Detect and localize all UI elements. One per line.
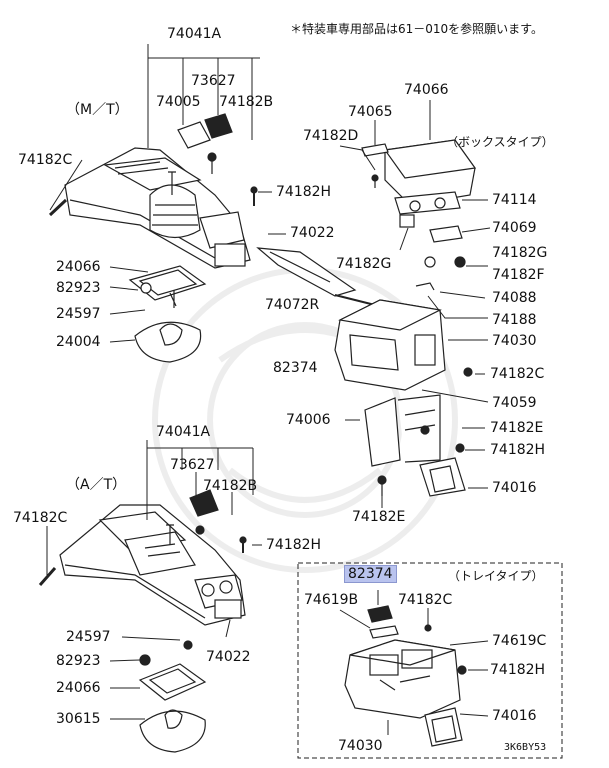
part-label-82374-tray-highlighted[interactable]: 82374 bbox=[344, 565, 397, 583]
part-label-74088[interactable]: 74088 bbox=[492, 290, 537, 306]
box-console-illustration bbox=[334, 139, 477, 497]
at-console-illustration bbox=[38, 489, 247, 626]
part-label-24066-top[interactable]: 24066 bbox=[56, 259, 101, 275]
part-label-74182h-tray[interactable]: 74182H bbox=[490, 662, 546, 678]
part-label-74182f[interactable]: 74182F bbox=[492, 267, 545, 283]
part-label-82374-left[interactable]: 82374 bbox=[273, 360, 318, 376]
part-label-30615[interactable]: 30615 bbox=[56, 711, 101, 727]
mt-console-illustration bbox=[48, 113, 258, 269]
variant-box-type-label: （ボックスタイプ） bbox=[446, 135, 554, 149]
part-label-73627-top[interactable]: 73627 bbox=[191, 73, 236, 89]
part-label-74072r[interactable]: 74072R bbox=[265, 297, 320, 313]
part-label-74182c-top-left[interactable]: 74182C bbox=[18, 152, 73, 168]
part-label-74182h-mid[interactable]: 74182H bbox=[276, 184, 332, 200]
variant-at-label: （A／T） bbox=[66, 477, 127, 493]
part-label-74016-tray[interactable]: 74016 bbox=[492, 708, 537, 724]
at-leader-lines bbox=[46, 440, 262, 720]
part-label-82923-top[interactable]: 82923 bbox=[56, 280, 101, 296]
part-label-74182c-right[interactable]: 74182C bbox=[490, 366, 545, 382]
tray-leader-lines bbox=[339, 590, 489, 735]
variant-mt-label: （M／T） bbox=[66, 102, 129, 118]
part-label-74022-bottom[interactable]: 74022 bbox=[206, 649, 251, 665]
tray-type-box bbox=[297, 562, 563, 759]
part-label-74182d[interactable]: 74182D bbox=[303, 128, 359, 144]
part-label-74041a-top[interactable]: 74041A bbox=[167, 26, 222, 42]
part-label-82923-bottom[interactable]: 82923 bbox=[56, 653, 101, 669]
part-label-74182g-left[interactable]: 74182G bbox=[336, 256, 392, 272]
variant-tray-type-label: （トレイタイプ） bbox=[448, 569, 544, 583]
part-label-74016-top[interactable]: 74016 bbox=[492, 480, 537, 496]
part-label-74066[interactable]: 74066 bbox=[404, 82, 449, 98]
part-label-74182e-bottom[interactable]: 74182E bbox=[352, 509, 406, 525]
part-label-74182b-bottom[interactable]: 74182B bbox=[203, 478, 258, 494]
part-label-24004[interactable]: 24004 bbox=[56, 334, 101, 350]
part-label-74022-top[interactable]: 74022 bbox=[290, 225, 335, 241]
box-leader-lines bbox=[339, 100, 491, 508]
part-label-74006[interactable]: 74006 bbox=[286, 412, 331, 428]
part-label-74069[interactable]: 74069 bbox=[492, 220, 537, 236]
part-label-74065[interactable]: 74065 bbox=[348, 104, 393, 120]
part-label-74182c-tray[interactable]: 74182C bbox=[398, 592, 453, 608]
part-label-24066-bottom[interactable]: 24066 bbox=[56, 680, 101, 696]
part-label-24597-top[interactable]: 24597 bbox=[56, 306, 101, 322]
part-label-74182c-bottom-left[interactable]: 74182C bbox=[13, 510, 68, 526]
part-label-74619b[interactable]: 74619B bbox=[304, 592, 359, 608]
part-label-24597-bottom[interactable]: 24597 bbox=[66, 629, 111, 645]
part-label-74030-tray[interactable]: 74030 bbox=[338, 738, 383, 754]
part-label-74188[interactable]: 74188 bbox=[492, 312, 537, 328]
part-label-74114[interactable]: 74114 bbox=[492, 192, 537, 208]
part-label-74182g-right[interactable]: 74182G bbox=[492, 245, 548, 261]
part-label-74182e-right[interactable]: 74182E bbox=[490, 420, 544, 436]
part-label-74030-top[interactable]: 74030 bbox=[492, 333, 537, 349]
mt-leader-lines bbox=[49, 44, 286, 343]
part-label-74619c[interactable]: 74619C bbox=[492, 633, 547, 649]
part-label-74182b-top[interactable]: 74182B bbox=[219, 94, 274, 110]
part-label-74005[interactable]: 74005 bbox=[156, 94, 201, 110]
side-panel-74072r bbox=[256, 247, 376, 306]
part-label-74182h-right[interactable]: 74182H bbox=[490, 442, 546, 458]
shift-seal-parts-top bbox=[128, 265, 207, 363]
part-label-74182h-bottom[interactable]: 74182H bbox=[266, 537, 322, 553]
part-label-74041a-bottom[interactable]: 74041A bbox=[156, 424, 211, 440]
shift-seal-parts-bottom bbox=[138, 640, 207, 753]
notice-text: ＊特装車専用部品は61－010を参照願います。 bbox=[290, 22, 543, 36]
drawing-code: 3K6BY53 bbox=[504, 742, 547, 753]
part-label-74059[interactable]: 74059 bbox=[492, 395, 537, 411]
part-label-73627-bottom[interactable]: 73627 bbox=[170, 457, 215, 473]
